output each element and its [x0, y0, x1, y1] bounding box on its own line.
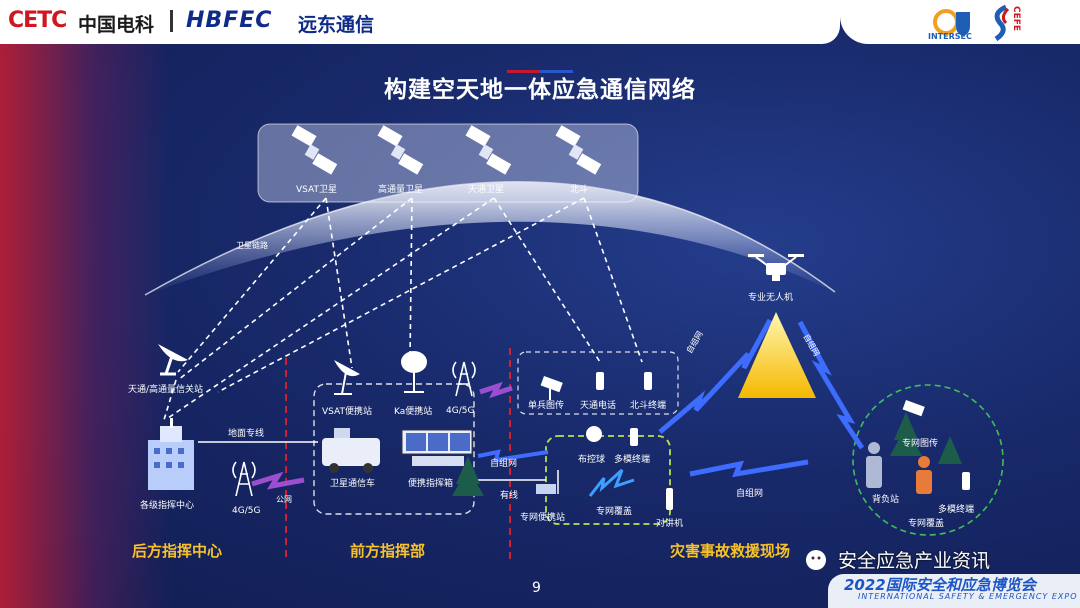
disaster-section-label: 灾害事故救援现场: [670, 542, 791, 560]
command-center-icon: [148, 418, 194, 490]
intersec-logo-text: INTERSEC: [928, 32, 972, 41]
satellite-icon: [377, 125, 424, 175]
satellite-link-label: 卫星链路: [236, 241, 268, 250]
beidou-terminal-icon: [644, 372, 652, 390]
wechat-watermark: 安全应急产业资讯: [838, 550, 991, 572]
expo-title: 2022国际安全和应急博览会: [844, 576, 1036, 594]
adhoc-label-2: 自组网: [736, 489, 764, 499]
ka-portable-label: Ka便携站: [394, 407, 433, 417]
page-number: 9: [532, 580, 541, 596]
rescue-circle: [852, 384, 1004, 536]
cetc-logo: CETC: [8, 8, 67, 33]
wechat-icon: [806, 550, 826, 570]
private-portable-icon: [536, 470, 559, 494]
section-dividers: [285, 348, 511, 560]
title-accent-line: [507, 58, 573, 73]
multimode-terminal-icon: [630, 428, 638, 446]
rescuer-icon: [866, 442, 882, 488]
solo-video-label: 单兵图传: [528, 401, 565, 411]
intersec-logo-icon: [933, 9, 970, 36]
adhoc-bolt-2: [689, 459, 809, 478]
beidou-terminal-label: 北斗终端: [630, 401, 667, 411]
forward-section-label: 前方指挥部: [350, 542, 426, 560]
sky-dome: [144, 181, 836, 296]
ground-line-label: 地面专线: [228, 429, 265, 439]
private-coverage-label: 专网覆盖: [596, 507, 633, 517]
private-video-label: 专网图传: [902, 439, 939, 449]
multimode-terminal-2-label: 多模终端: [938, 505, 975, 515]
satellite-icon: [291, 125, 338, 175]
adhoc-label-1: 自组网: [490, 459, 518, 469]
private-coverage-2-label: 专网覆盖: [908, 519, 945, 529]
public-net-bolt: [251, 471, 305, 490]
red-glow: [0, 0, 170, 608]
expo-subtitle: INTERNATIONAL SAFETY & EMERGENCY EXPO: [858, 592, 1078, 601]
drone-icon: [748, 254, 804, 281]
portable-box-icon: [401, 429, 473, 466]
hts-satellite-label: 高通量卫星: [378, 185, 424, 195]
tiantong-phone-icon: [596, 372, 604, 390]
dispatch-ball-icon: [586, 426, 602, 442]
adhoc-bolt-3: [658, 318, 773, 434]
hbfec-logo-cn: 远东通信: [298, 14, 375, 36]
vsat-satellite-label: VSAT卫星: [296, 185, 337, 195]
command-center-label: 各级指挥中心: [140, 501, 195, 511]
wired-label: 有线: [500, 491, 519, 501]
rear-tower-label: 4G/5G: [232, 506, 261, 516]
satellite-icon: [555, 125, 602, 175]
satellite-panel: [257, 123, 639, 203]
private-coverage-bolt: [588, 468, 635, 497]
comm-vehicle-icon: [322, 428, 380, 473]
rear-section-label: 后方指挥中心: [132, 542, 223, 560]
firefighter-icon: [916, 456, 932, 494]
vsat-portable-label: VSAT便携站: [322, 407, 372, 417]
cell-tower-icon: [452, 361, 476, 397]
tiantong-phone-label: 天通电话: [580, 401, 617, 411]
logo-divider: [170, 10, 173, 32]
comm-vehicle-label: 卫星通信车: [330, 479, 376, 489]
adhoc-bolt-1: [477, 449, 549, 463]
tiantong-satellite-label: 天通卫星: [468, 185, 505, 195]
dispatch-ball-label: 布控球: [578, 455, 606, 465]
cefe-logo-icon: [994, 4, 1010, 41]
multimode-terminal-label: 多模终端: [614, 455, 651, 465]
public-net-bolt-2: [479, 381, 513, 399]
satellite-links: [163, 197, 643, 421]
cetc-logo-cn: 中国电科: [78, 14, 155, 36]
private-video-icon: [902, 400, 925, 417]
beidou-satellite-label: 北斗: [570, 185, 589, 195]
satellite-icon: [465, 125, 512, 175]
page-title: 构建空天地一体应急通信网络: [384, 77, 696, 103]
walkie-icon: [666, 488, 673, 510]
trees-icon: [452, 412, 962, 496]
vsat-dish-icon: [334, 360, 360, 395]
cell-tower-icon: [232, 461, 256, 497]
gateway-station-label: 天通/高通量信关站: [128, 385, 204, 395]
expo-banner: [828, 574, 1080, 608]
ka-dish-icon: [401, 351, 427, 393]
terminal-box: [517, 351, 679, 415]
walkie-label: 对讲机: [656, 519, 684, 529]
hbfec-logo: HBFEC: [186, 8, 273, 33]
header-bar: [0, 0, 840, 44]
camera-icon: [540, 376, 563, 400]
public-net-label: 公网: [276, 495, 292, 504]
drone-beam: [738, 312, 816, 398]
drone-label: 专业无人机: [748, 293, 794, 303]
forward-tower-label: 4G/5G: [446, 406, 475, 416]
adhoc-bolt-4: [797, 320, 865, 450]
multimode-terminal-2-icon: [962, 472, 970, 490]
satellite-dish-icon: [158, 344, 188, 376]
private-portable-label: 专网便携站: [520, 513, 566, 523]
portable-box-label: 便携指挥箱: [408, 479, 454, 489]
backpack-station-label: 背负站: [872, 495, 900, 505]
cefe-logo-text: CEFE: [1011, 6, 1021, 32]
